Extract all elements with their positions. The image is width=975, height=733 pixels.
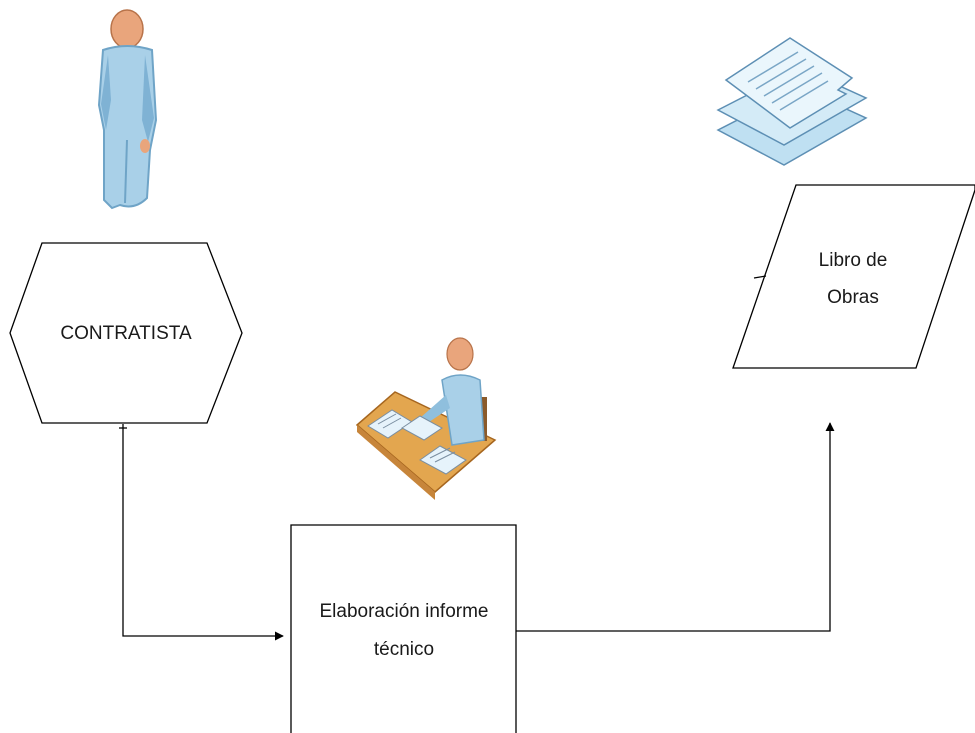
edge-elaboracion-to-libro — [516, 422, 835, 632]
elaboracion-rectangle — [290, 524, 517, 733]
libro-label-line1: Libro de — [819, 250, 888, 271]
elaboracion-label-line2: técnico — [374, 639, 434, 660]
contratista-node: CONTRATISTA — [9, 242, 243, 424]
edge-contratista-to-elaboracion — [122, 424, 284, 641]
elaboracion-node: Elaboración informe técnico — [290, 524, 517, 733]
libro-node: Libro de Obras — [732, 184, 975, 369]
contratista-hexagon — [9, 242, 243, 424]
libro-label-line2: Obras — [827, 287, 879, 308]
person-standing-icon — [97, 9, 158, 210]
libro-parallelogram — [732, 184, 975, 369]
elaboracion-label-line1: Elaboración informe — [320, 601, 489, 622]
person-at-desk-icon — [355, 337, 497, 500]
contratista-label: CONTRATISTA — [60, 323, 192, 344]
document-stack-icon — [716, 37, 868, 166]
